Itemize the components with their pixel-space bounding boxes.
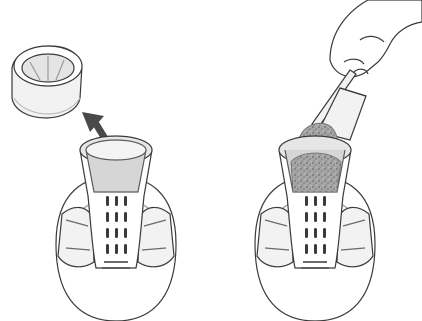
hand-icon [330, 0, 422, 77]
removed-filter-cap-icon [12, 46, 82, 118]
grinder-body-icon [255, 136, 375, 321]
panel-remove-filter [12, 46, 176, 321]
grinder-body-icon [56, 136, 176, 321]
panel-add-coffee [255, 0, 422, 321]
